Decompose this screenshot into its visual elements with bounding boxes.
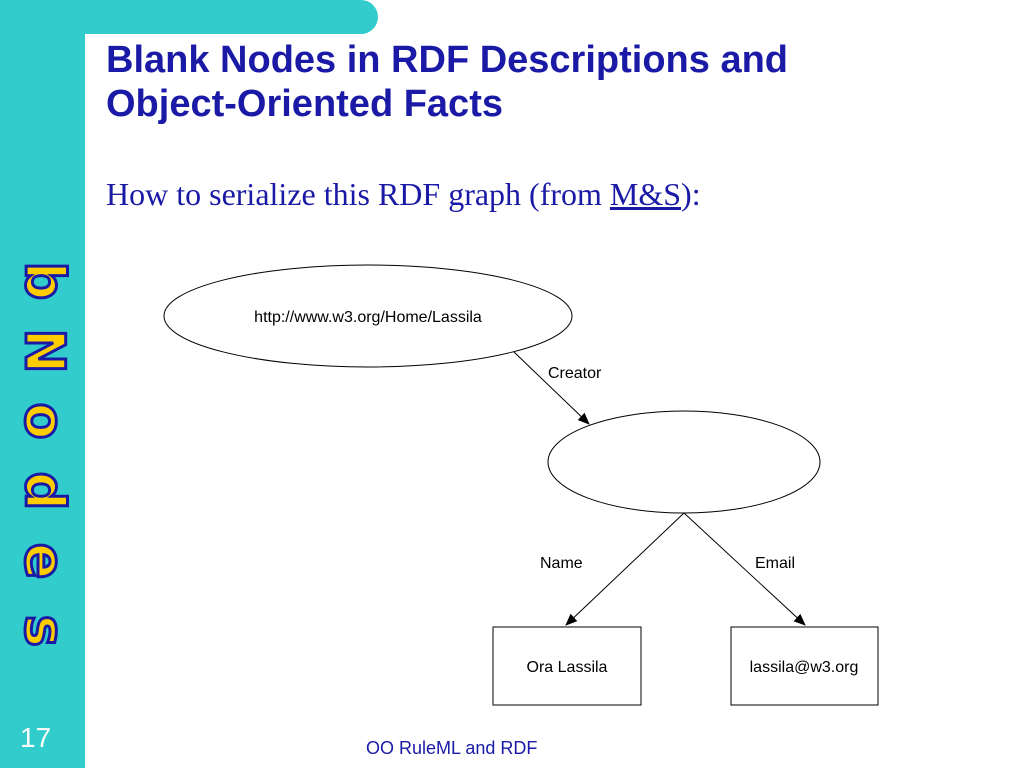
literal-email-label: lassila@w3.org [750, 659, 859, 676]
svg-text:N: N [13, 328, 76, 373]
resource-node-label: http://www.w3.org/Home/Lassila [254, 309, 482, 326]
edge-name-label: Name [540, 555, 583, 572]
sidebar [0, 0, 85, 768]
title-line-2: Object-Oriented Facts [106, 83, 503, 125]
literal-name-label: Ora Lassila [527, 659, 608, 676]
ms-link[interactable]: M&S [609, 176, 682, 212]
edge-email-arrow [683, 512, 806, 626]
subtitle-suffix: ): [681, 176, 701, 212]
svg-text:o: o [13, 402, 76, 439]
title-line-1: Blank Nodes in RDF Descriptions and [106, 39, 788, 81]
edge-email-label: Email [755, 555, 795, 572]
top-accent-bar [0, 0, 378, 34]
edge-name-arrow [565, 512, 685, 626]
edge-creator-arrow [513, 351, 590, 425]
slide-title: Blank Nodes in RDF Descriptions and Obje… [106, 38, 986, 126]
svg-text:b: b [13, 262, 76, 301]
bnodes-logo: b N o d e s [8, 236, 78, 676]
svg-text:e: e [13, 543, 76, 580]
resource-node [163, 264, 573, 368]
literal-email-box [730, 626, 879, 706]
literal-name-box [492, 626, 642, 706]
svg-text:d: d [13, 472, 76, 511]
subtitle-prefix: How to serialize this RDF graph (from [106, 176, 610, 212]
page-number: 17 [20, 722, 52, 753]
edge-creator-label: Creator [548, 365, 602, 382]
slide-subtitle: How to serialize this RDF graph (from M&… [106, 176, 701, 213]
svg-text:s: s [13, 615, 76, 647]
footer-text: OO RuleML and RDF [366, 738, 538, 758]
blank-node [547, 410, 821, 514]
